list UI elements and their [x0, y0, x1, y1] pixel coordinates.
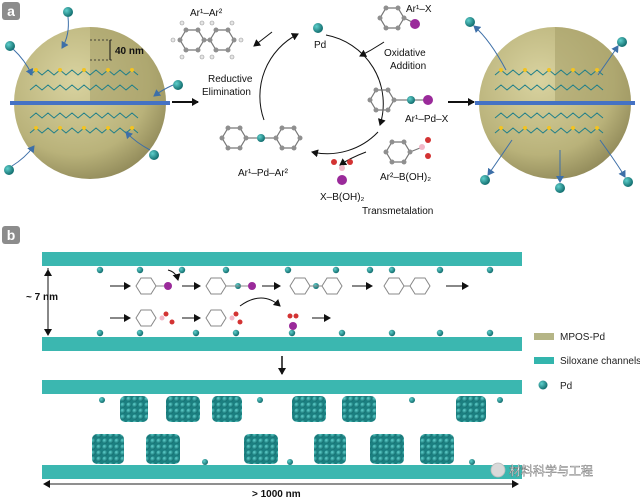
- aryl-halide-molecule: [377, 5, 420, 31]
- legend-item-mpos-pd: MPOS-Pd: [534, 332, 605, 343]
- channel-wall-top-1: [42, 252, 522, 266]
- right-sphere-pd-particles: [465, 17, 633, 193]
- channel-length-label: > 1000 nm: [252, 489, 301, 500]
- pd-clusters-bottom: [92, 434, 454, 464]
- channel-height-label: ~ 7 nm: [26, 292, 58, 303]
- channel-wall-top-2: [42, 380, 522, 394]
- channel-pd-dots-bottom: [96, 329, 494, 337]
- watermark: 材料科学与工程: [490, 462, 593, 478]
- channel-pd-dots-top: [96, 266, 494, 274]
- right-mesoporous-sphere: [465, 17, 635, 193]
- left-sphere-pd-particles: [4, 7, 183, 175]
- reagent-top-label: Ar¹–X: [406, 4, 432, 15]
- catalyst-label: Pd: [314, 40, 326, 51]
- intermediate-1-molecule: [367, 87, 433, 113]
- watermark-text: 材料科学与工程: [509, 463, 593, 478]
- channel-wall-bottom-1: [42, 337, 522, 351]
- panel-a: a 40 nm: [2, 2, 635, 217]
- reductive-label-line2: Elimination: [202, 87, 251, 98]
- channel-wall-bottom-2: [42, 465, 522, 479]
- product-release-arrow: [253, 31, 273, 47]
- dimension-label: 40 nm: [115, 46, 144, 57]
- intermediate-1-label: Ar¹–Pd–X: [405, 114, 449, 125]
- product-label: Ar¹–Ar²: [190, 8, 223, 19]
- reagent-in-arrow: [359, 41, 385, 57]
- byproduct-out-arrow: [339, 151, 367, 166]
- panel-b-badge: b: [2, 226, 20, 244]
- panel-a-badge: a: [2, 2, 20, 20]
- pd-catalyst-atom: [313, 23, 323, 33]
- channel-reactants-top-row: [110, 269, 469, 295]
- intermediate-2-molecule: [219, 125, 303, 151]
- left-mesoporous-sphere: 40 nm: [4, 7, 183, 179]
- left-sphere-nodes: [34, 68, 134, 130]
- legend-label-pd: Pd: [560, 381, 572, 392]
- oxidative-label-line2: Addition: [390, 61, 426, 72]
- cycle-arc-transmetalation: [311, 131, 379, 158]
- panel-b: b ~ 7 nm: [2, 226, 522, 500]
- byproduct-molecule: [331, 159, 353, 185]
- product-molecule: [170, 20, 244, 60]
- pd-scattered-atoms: [99, 397, 503, 465]
- boronic-acid-molecule: [383, 137, 431, 165]
- pd-clusters-top: [120, 396, 486, 422]
- legend-label-mpos-pd: MPOS-Pd: [560, 332, 605, 343]
- reductive-label-line1: Reductive: [208, 74, 253, 85]
- legend-label-siloxane: Siloxane channels: [560, 356, 640, 367]
- transmetalation-label: Transmetalation: [362, 206, 433, 217]
- catalytic-cycle: Ar¹–Ar² Pd Ar¹–X Oxidative Addition: [170, 4, 449, 217]
- wechat-icon: [490, 462, 506, 478]
- legend-item-siloxane: Siloxane channels: [534, 356, 640, 367]
- panel-b-badge-text: b: [7, 227, 16, 243]
- reagent-bottom-label: Ar²–B(OH)₂: [380, 172, 431, 183]
- channel-reactants-bottom-row: [110, 297, 331, 330]
- panel-a-badge-text: a: [7, 3, 15, 19]
- left-sphere-rod: [10, 101, 170, 105]
- legend: MPOS-Pd Siloxane channels Pd: [534, 332, 640, 392]
- intermediate-2-label: Ar¹–Pd–Ar²: [238, 168, 289, 179]
- cycle-arc-reductive: [259, 33, 299, 121]
- legend-item-pd: Pd: [538, 380, 572, 392]
- oxidative-label-line1: Oxidative: [384, 48, 426, 59]
- byproduct-label: X–B(OH)₂: [320, 192, 365, 203]
